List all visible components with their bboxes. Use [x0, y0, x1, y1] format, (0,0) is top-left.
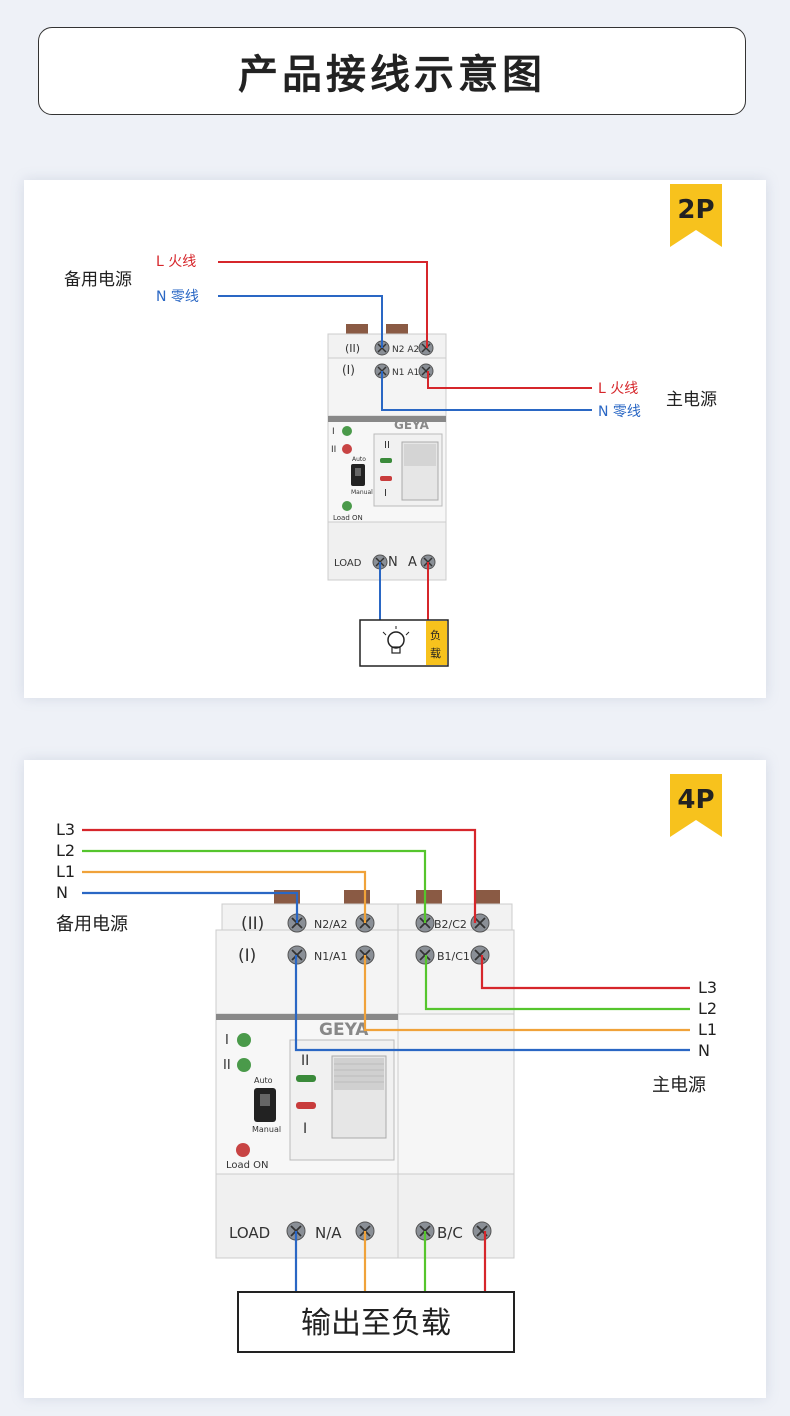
handle-bottom-4p: I: [303, 1121, 307, 1137]
load-text-1-2p: 负: [430, 628, 441, 642]
load-label-4p: LOAD: [229, 1224, 270, 1242]
backup-n-2p: N 零线: [156, 289, 199, 305]
row1-terminals-left-4p: N1/A1: [314, 950, 347, 963]
main-source-2p: 主电源: [666, 390, 717, 410]
wires-2p: [218, 261, 592, 620]
row2-terminals-right-4p: B2/C2: [434, 918, 467, 931]
main-l3-4p: L3: [698, 978, 717, 997]
row1-terminals-right-4p: B1/C1: [437, 950, 470, 963]
ind-1-2p: I: [332, 427, 335, 437]
main-l-2p: L 火线: [598, 381, 638, 397]
brand-4p: GEYA: [319, 1020, 369, 1040]
page-title: 产品接线示意图: [238, 52, 546, 98]
row1-terminals-2p: N1 A1: [392, 368, 419, 378]
auto-label-4p: Auto: [254, 1076, 273, 1085]
backup-l3-4p: L3: [56, 820, 75, 839]
ind-1-4p: I: [225, 1033, 229, 1048]
out-right-4p: B/C: [437, 1224, 463, 1242]
panel-4p: 4P (II) N2/A2 B2/C2 (I) N1/A1 B1/C1 GEYA…: [24, 760, 766, 1398]
row2-label-2p: (II): [345, 342, 360, 355]
device-4p: (II) N2/A2 B2/C2 (I) N1/A1 B1/C1 GEYA I …: [215, 890, 515, 1259]
main-source-4p: 主电源: [652, 1075, 706, 1096]
diagram-4p: 4P (II) N2/A2 B2/C2 (I) N1/A1 B1/C1 GEYA…: [56, 774, 722, 1353]
brand-2p: GEYA: [394, 418, 430, 432]
out-n-2p: N: [388, 555, 398, 570]
backup-l2-4p: L2: [56, 841, 75, 860]
backup-n-4p: N: [56, 883, 68, 902]
backup-source-2p: 备用电源: [64, 270, 132, 290]
main-n-4p: N: [698, 1041, 710, 1060]
bulb-icon: [382, 626, 410, 654]
backup-l1-4p: L1: [56, 862, 75, 881]
main-n-2p: N 零线: [598, 404, 641, 420]
diagram-2p: 2P (II) N2 A2 (I) N1 A1 GEYA I II Auto M…: [64, 184, 722, 667]
handle-bottom-2p: I: [384, 488, 387, 499]
ind-2-2p: II: [331, 445, 336, 455]
wires-4p: [82, 828, 690, 1292]
backup-source-4p: 备用电源: [56, 914, 128, 935]
badge-2p-label: 2P: [677, 195, 714, 225]
row2-label-4p: (II): [241, 914, 264, 934]
load-on-label-4p: Load ON: [226, 1160, 269, 1171]
manual-label-4p: Manual: [252, 1125, 281, 1134]
row2-terminals-2p: N2 A2: [392, 345, 419, 355]
out-left-4p: N/A: [315, 1224, 342, 1242]
row1-label-2p: (I): [342, 363, 355, 377]
handle-top-2p: II: [384, 440, 390, 451]
load-text-2-2p: 载: [430, 647, 441, 660]
main-l2-4p: L2: [698, 999, 717, 1018]
backup-l-2p: L 火线: [156, 254, 196, 270]
badge-4p-label: 4P: [677, 785, 714, 815]
title-box: 产品接线示意图: [38, 27, 746, 115]
ind-2-4p: II: [223, 1058, 231, 1073]
output-box-4p: 输出至负载: [237, 1291, 515, 1353]
panel-2p: 2P (II) N2 A2 (I) N1 A1 GEYA I II Auto M…: [24, 180, 766, 698]
output-box-label-4p: 输出至负载: [301, 1306, 451, 1341]
badge-4p: 4P: [670, 774, 722, 837]
out-a-2p: A: [408, 555, 417, 570]
main-l1-4p: L1: [698, 1020, 717, 1039]
handle-top-4p: II: [301, 1053, 309, 1069]
load-label-2p: LOAD: [334, 558, 362, 569]
device-2p: (II) N2 A2 (I) N1 A1 GEYA I II Auto Manu…: [327, 324, 447, 581]
row2-terminals-left-4p: N2/A2: [314, 918, 347, 931]
load-box-2p: 负 载: [359, 619, 449, 667]
row1-label-4p: (I): [238, 946, 256, 966]
auto-label-2p: Auto: [352, 456, 366, 463]
load-on-label-2p: Load ON: [333, 514, 363, 522]
badge-2p: 2P: [670, 184, 722, 247]
manual-label-2p: Manual: [351, 489, 373, 496]
